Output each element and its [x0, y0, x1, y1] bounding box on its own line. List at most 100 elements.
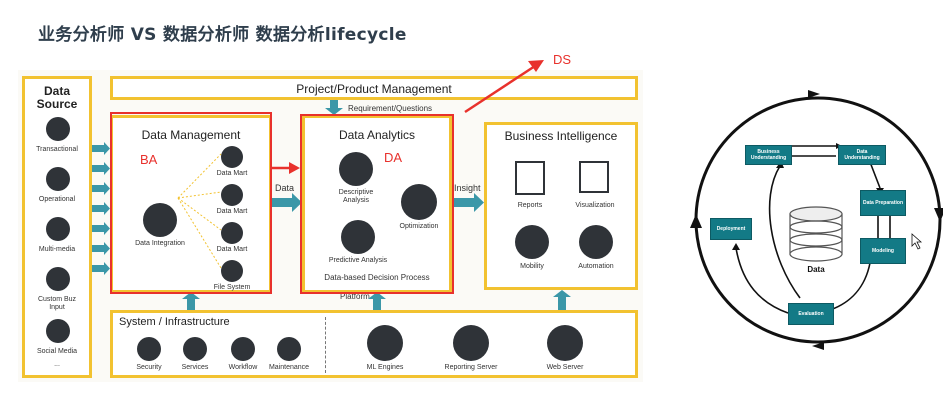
infrastructure-divider — [325, 317, 326, 373]
infra-workflow: Workflow — [228, 364, 258, 371]
data-source-operational: Operational — [38, 196, 76, 203]
link-du-dp — [869, 161, 881, 189]
security-icon — [137, 337, 161, 361]
up-arrow-2 — [373, 298, 381, 310]
bi-visualization: Visualization — [575, 202, 615, 209]
outer-ring-arrow-top — [808, 90, 820, 98]
automation-icon — [579, 225, 613, 259]
ml-engines-icon — [367, 325, 403, 361]
data-source-transactional: Transactional — [36, 146, 78, 153]
mart-link-4 — [177, 197, 222, 269]
analysis-label: Analysis — [342, 197, 370, 204]
outer-ring-arrow-bottom — [812, 342, 824, 350]
source-arrow-head-5 — [104, 222, 110, 235]
architecture-panel: Data Source Transactional Operational Mu… — [18, 70, 643, 382]
infra-reporting-server: Reporting Server — [444, 364, 498, 371]
source-arrow-4 — [92, 205, 104, 212]
node-data-understanding: Data Understanding — [838, 145, 886, 165]
data-mart-icon — [221, 222, 243, 244]
ba-label: BA — [140, 152, 158, 167]
services-icon — [183, 337, 207, 361]
insight-arrow — [452, 198, 474, 207]
flow-arrows — [92, 100, 571, 310]
infra-ml-engines: ML Engines — [366, 364, 404, 371]
link-eval-bu — [768, 165, 801, 299]
source-arrow-head-7 — [104, 262, 110, 275]
data-source-custom: Custom Buz — [37, 296, 77, 303]
node-data-preparation: Data Preparation — [860, 190, 906, 216]
lifecycle-diagram: Data — [690, 90, 943, 350]
data-management-title: Data Management — [141, 128, 241, 142]
source-arrow-head-6 — [104, 242, 110, 255]
web-server-icon — [547, 325, 583, 361]
up-arrow-head-2 — [368, 292, 386, 299]
node-evaluation: Evaluation — [788, 303, 834, 325]
node-modeling: Modeling — [860, 238, 906, 264]
business-intelligence-box: Business Intelligence Reports Visualizat… — [484, 122, 638, 290]
reporting-server-icon — [453, 325, 489, 361]
lifecycle-center-label: Data — [807, 265, 825, 274]
link-eval-deploy — [735, 247, 789, 314]
ba-highlight-box — [110, 112, 272, 294]
data-mart-label-2: Data Mart — [216, 208, 248, 215]
mart-link-2 — [177, 191, 222, 199]
data-arrow — [272, 198, 292, 207]
data-source-custom-input: Input — [49, 304, 65, 311]
optimization-icon — [401, 184, 437, 220]
arrowhead-eval-deploy — [732, 243, 740, 250]
source-arrow-head-1 — [104, 142, 110, 155]
descriptive-analysis-icon — [339, 152, 373, 186]
node-deployment: Deployment — [710, 218, 752, 240]
bi-automation: Automation — [578, 263, 614, 270]
source-arrow-2 — [92, 165, 104, 172]
file-system-label: File System — [213, 284, 251, 291]
infrastructure-title: System / Infrastructure — [119, 316, 230, 328]
up-arrow-head-3 — [553, 290, 571, 297]
mobility-icon — [515, 225, 549, 259]
requirement-label: Requirement/Questions — [348, 104, 433, 113]
data-mart-icon — [221, 146, 243, 168]
platform-label: Platform — [340, 292, 370, 301]
data-source-more: ... — [54, 361, 60, 368]
source-arrow-3 — [92, 185, 104, 192]
data-cylinder — [789, 206, 843, 262]
reports-icon — [515, 161, 545, 195]
data-mart-label-1: Data Mart — [216, 170, 248, 177]
link-mod-eval — [829, 262, 871, 311]
transactional-icon — [46, 117, 70, 141]
optimization-label: Optimization — [399, 223, 439, 230]
predictive-analysis-icon — [341, 220, 375, 254]
infrastructure-box: System / Infrastructure Security Service… — [110, 310, 638, 378]
mouse-cursor-icon — [911, 233, 923, 250]
infra-services: Services — [181, 364, 209, 371]
project-management-label: Project/Product Management — [296, 82, 452, 96]
insight-arrow-label: Insight — [454, 183, 481, 193]
up-arrow-1 — [187, 298, 195, 310]
da-label: DA — [384, 150, 403, 165]
outer-ring-arrow-right — [934, 208, 943, 222]
decision-process-label: Data-based Decision Process — [324, 273, 430, 282]
operational-icon — [46, 167, 70, 191]
data-source-title-line2: Source — [36, 97, 78, 111]
source-arrow-head-4 — [104, 202, 110, 215]
insight-arrow-head — [474, 193, 484, 212]
data-source-social: Social Media — [36, 348, 78, 355]
data-mart-icon — [221, 184, 243, 206]
infra-maintenance: Maintenance — [268, 364, 310, 371]
data-analytics-box: Data Analytics Descriptive Analysis Opti… — [302, 115, 452, 293]
data-integration-icon — [143, 203, 177, 237]
business-intelligence-title: Business Intelligence — [504, 129, 618, 143]
up-arrow-head-1 — [182, 292, 200, 299]
source-arrow-head-3 — [104, 182, 110, 195]
requirement-arrow — [330, 100, 338, 108]
multimedia-icon — [46, 217, 70, 241]
data-analytics-title: Data Analytics — [338, 128, 416, 142]
visualization-icon — [579, 161, 609, 193]
up-arrow-3 — [558, 296, 566, 310]
data-source-title: Data Source — [25, 85, 89, 111]
data-arrow-head — [292, 193, 302, 212]
infra-web-server: Web Server — [546, 364, 584, 371]
node-business-understanding: Business Understanding — [745, 145, 792, 165]
data-integration-label: Data Integration — [135, 240, 185, 247]
data-arrow-label: Data — [275, 183, 295, 193]
